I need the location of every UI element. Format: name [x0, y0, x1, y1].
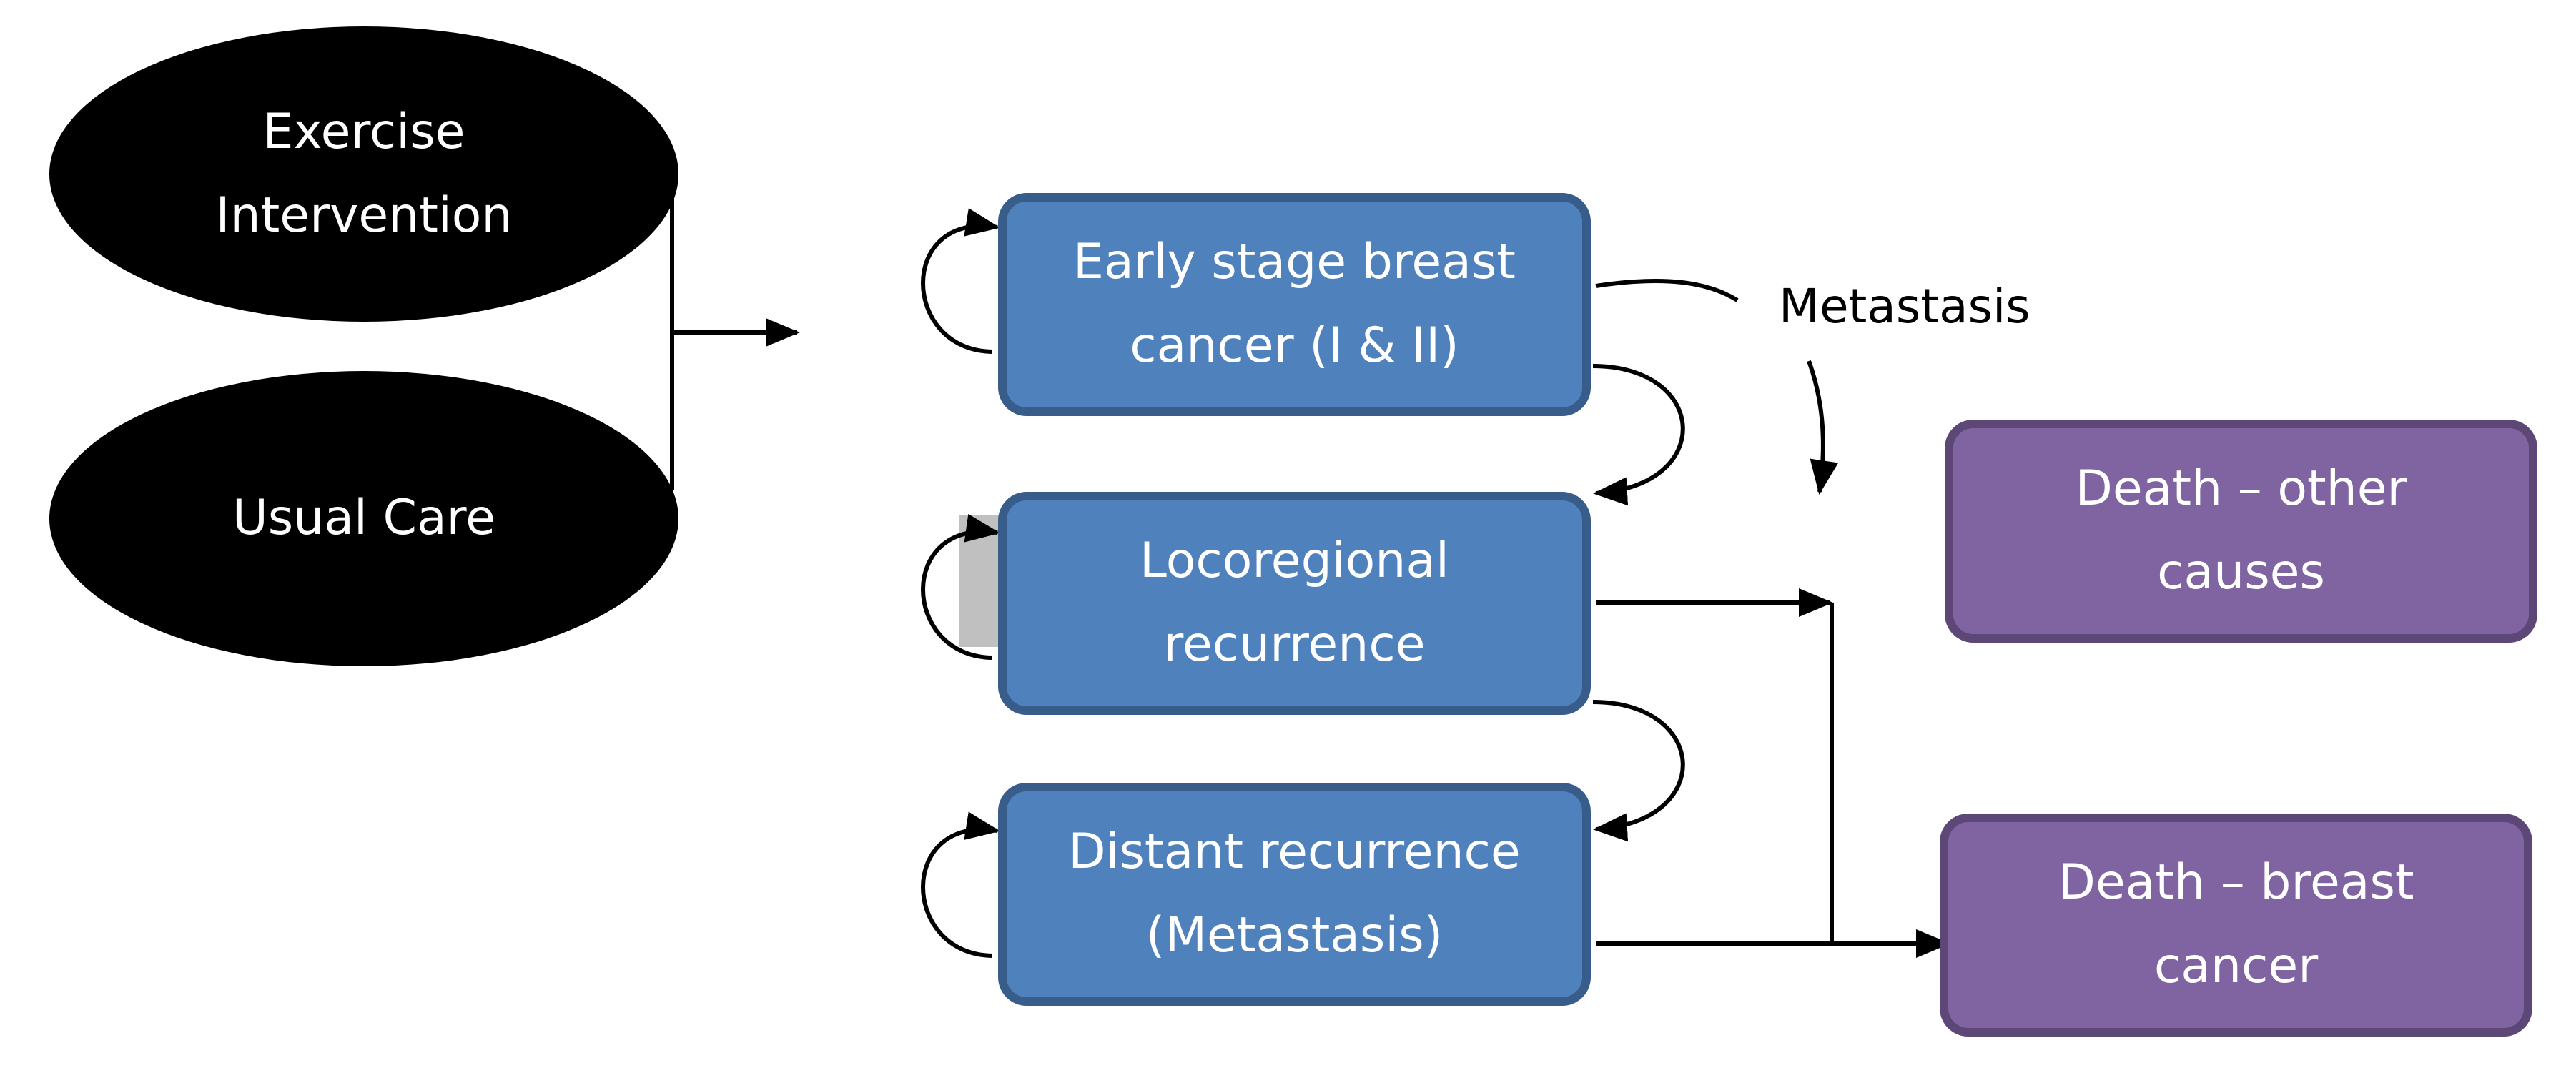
early-to-loco-arrow: [1592, 364, 1685, 506]
exercise-intervention-label: Exercise Intervention: [215, 103, 513, 244]
distant-recurrence-label: Distant recurrence (Metastasis): [1068, 824, 1521, 964]
early-metastasis-connector: [1595, 278, 1739, 302]
metastasis-edge-label: Metastasis: [1779, 279, 2030, 334]
locoregional-label: Locoregional recurrence: [1140, 533, 1449, 673]
locoregional-node: Locoregional recurrence: [998, 492, 1591, 715]
death-breast-cancer-label: Death – breast cancer: [2058, 854, 2414, 994]
usual-care-node: Usual Care: [49, 371, 678, 666]
death-other-causes-node: Death – other causes: [1945, 420, 2537, 643]
early-self-loop-arrow: [921, 208, 1000, 354]
distant-self-loop-arrow: [921, 811, 1000, 958]
distant-recurrence-node: Distant recurrence (Metastasis): [998, 783, 1591, 1006]
loco-self-loop-arrow: [921, 514, 1000, 660]
usual-care-label: Usual Care: [232, 490, 495, 547]
metastasis-down-arrow: [1807, 360, 1839, 495]
loco-to-distant-arrow: [1592, 700, 1685, 842]
early-stage-label: Early stage breast cancer (I & II): [1073, 234, 1516, 374]
early-stage-node: Early stage breast cancer (I & II): [998, 193, 1591, 416]
exercise-intervention-node: Exercise Intervention: [49, 26, 678, 322]
death-breast-cancer-node: Death – breast cancer: [1940, 814, 2532, 1037]
death-other-causes-label: Death – other causes: [2075, 460, 2407, 600]
